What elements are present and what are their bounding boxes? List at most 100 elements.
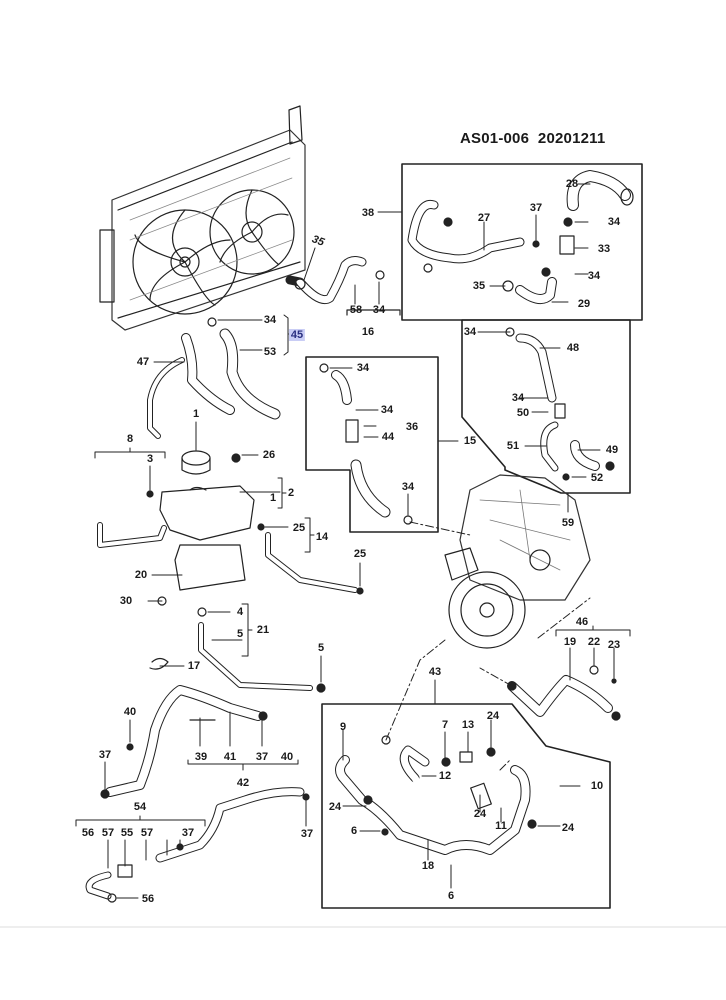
callout-34[interactable]: 34 (263, 314, 277, 326)
callout-58[interactable]: 58 (349, 304, 363, 316)
callout-39[interactable]: 39 (194, 751, 208, 763)
callout-56[interactable]: 56 (81, 827, 95, 839)
callout-51[interactable]: 51 (506, 440, 520, 452)
callout-28[interactable]: 28 (565, 178, 579, 190)
callout-11[interactable]: 11 (495, 820, 507, 832)
callout-18[interactable]: 18 (421, 860, 435, 872)
connector-55 (117, 864, 133, 878)
callout-55[interactable]: 55 (120, 827, 134, 839)
callout-47[interactable]: 47 (136, 356, 150, 368)
callout-26[interactable]: 26 (262, 449, 276, 461)
diagram-code: AS01-006 20201211 (460, 130, 605, 147)
page-divider (0, 926, 726, 928)
callout-16[interactable]: 16 (361, 326, 375, 338)
hose-47 (147, 333, 235, 439)
callout-22[interactable]: 22 (587, 636, 601, 648)
callout-24[interactable]: 24 (486, 710, 500, 722)
callout-35[interactable]: 35 (472, 280, 486, 292)
callout-17[interactable]: 17 (187, 660, 201, 672)
callout-6[interactable]: 6 (350, 825, 358, 837)
callout-57[interactable]: 57 (140, 827, 154, 839)
callout-20[interactable]: 20 (134, 569, 148, 581)
callout-56[interactable]: 56 (141, 893, 155, 905)
callout-8[interactable]: 8 (126, 433, 134, 445)
callout-2[interactable]: 2 (287, 487, 295, 499)
callout-9[interactable]: 9 (339, 721, 347, 733)
expansion-tank (159, 450, 255, 591)
callout-37[interactable]: 37 (529, 202, 543, 214)
callout-44[interactable]: 44 (381, 431, 395, 443)
callout-41[interactable]: 41 (223, 751, 237, 763)
group-box-15 (305, 356, 439, 533)
callout-38[interactable]: 38 (361, 207, 375, 219)
pipe-11 (470, 782, 492, 810)
callout-37[interactable]: 37 (181, 827, 195, 839)
callout-37[interactable]: 37 (300, 828, 314, 840)
callout-34[interactable]: 34 (372, 304, 386, 316)
callout-36[interactable]: 36 (405, 421, 419, 433)
connector-50 (554, 403, 566, 419)
callout-24[interactable]: 24 (561, 822, 575, 834)
callout-34[interactable]: 34 (511, 392, 525, 404)
callout-25[interactable]: 25 (292, 522, 306, 534)
callout-25[interactable]: 25 (353, 548, 367, 560)
callout-50[interactable]: 50 (516, 407, 530, 419)
diagram-date: 20201211 (537, 130, 606, 147)
callout-15[interactable]: 15 (463, 435, 477, 447)
callout-30[interactable]: 30 (119, 595, 133, 607)
callout-23[interactable]: 23 (607, 639, 621, 651)
callout-24[interactable]: 24 (473, 808, 487, 820)
connector-44 (345, 419, 359, 443)
callout-1[interactable]: 1 (269, 492, 277, 504)
connector-33 (559, 235, 575, 255)
callout-3[interactable]: 3 (146, 453, 154, 465)
callout-12[interactable]: 12 (438, 770, 452, 782)
callout-13[interactable]: 13 (461, 719, 475, 731)
callout-45-highlighted[interactable]: 45 (288, 329, 306, 341)
hose-29 (515, 277, 557, 304)
callout-53[interactable]: 53 (263, 346, 277, 358)
clamp-34 (319, 363, 329, 373)
callout-42[interactable]: 42 (236, 777, 250, 789)
callout-34[interactable]: 34 (380, 404, 394, 416)
callout-14[interactable]: 14 (315, 531, 329, 543)
callout-34[interactable]: 34 (587, 270, 601, 282)
callout-4[interactable]: 4 (236, 606, 244, 618)
callout-46[interactable]: 46 (575, 616, 589, 628)
callout-21[interactable]: 21 (256, 624, 270, 636)
callout-34[interactable]: 34 (356, 362, 370, 374)
callout-37[interactable]: 37 (255, 751, 269, 763)
clip-17 (149, 657, 169, 670)
callout-33[interactable]: 33 (597, 243, 611, 255)
callout-37[interactable]: 37 (98, 749, 112, 761)
engine-assembly (444, 474, 591, 649)
radiator-fan-assembly (99, 105, 306, 331)
callout-27[interactable]: 27 (477, 212, 491, 224)
callout-43[interactable]: 43 (428, 666, 442, 678)
callout-34[interactable]: 34 (401, 481, 415, 493)
hose-58 (285, 256, 385, 305)
routing-lines (385, 521, 591, 771)
callout-34[interactable]: 34 (607, 216, 621, 228)
callout-57[interactable]: 57 (101, 827, 115, 839)
callout-6[interactable]: 6 (447, 890, 455, 902)
callout-5[interactable]: 5 (317, 642, 325, 654)
callout-10[interactable]: 10 (590, 780, 604, 792)
bracket-16 (346, 309, 401, 316)
callout-29[interactable]: 29 (577, 298, 591, 310)
callout-1[interactable]: 1 (192, 408, 200, 420)
callout-40[interactable]: 40 (123, 706, 137, 718)
callout-34[interactable]: 34 (463, 326, 477, 338)
callout-59[interactable]: 59 (561, 517, 575, 529)
callout-24[interactable]: 24 (328, 801, 342, 813)
callout-40[interactable]: 40 (280, 751, 294, 763)
callout-54[interactable]: 54 (133, 801, 147, 813)
callout-5[interactable]: 5 (236, 628, 244, 640)
callout-19[interactable]: 19 (563, 636, 577, 648)
callout-48[interactable]: 48 (566, 342, 580, 354)
callout-49[interactable]: 49 (605, 444, 619, 456)
hose-28 (566, 170, 634, 211)
callout-52[interactable]: 52 (590, 472, 604, 484)
callout-7[interactable]: 7 (441, 719, 449, 731)
